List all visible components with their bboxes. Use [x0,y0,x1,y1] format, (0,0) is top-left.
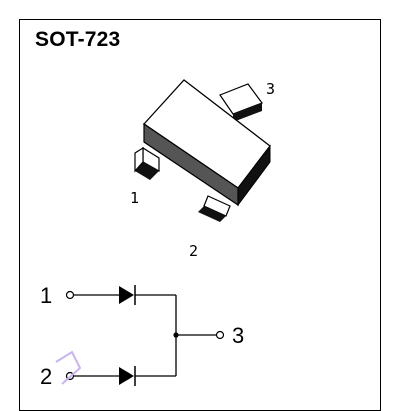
watermark-mark [55,350,82,385]
package-pin-3-label: 3 [266,80,275,98]
terminal-3-label: 3 [232,323,244,348]
pin-3-lead [219,83,263,122]
package-body: 3 1 2 [130,79,275,260]
package-pin-1-label: 1 [130,189,139,207]
pin-2-lead [198,195,231,222]
pin-1-lead [134,146,160,180]
package-pin-2-label: 2 [189,242,198,260]
package-illustration: 3 1 2 1 2 3 [40,79,275,389]
package-title: SOT-723 [35,28,121,51]
terminal-1-node [65,290,75,300]
schematic: 1 2 3 [40,283,244,389]
terminal-1-label: 1 [40,283,52,308]
terminal-3-node [215,330,225,340]
diode-2 [119,366,136,386]
body-end-face [237,144,271,207]
terminal-2-label: 2 [40,364,52,389]
diode-1 [119,285,136,305]
